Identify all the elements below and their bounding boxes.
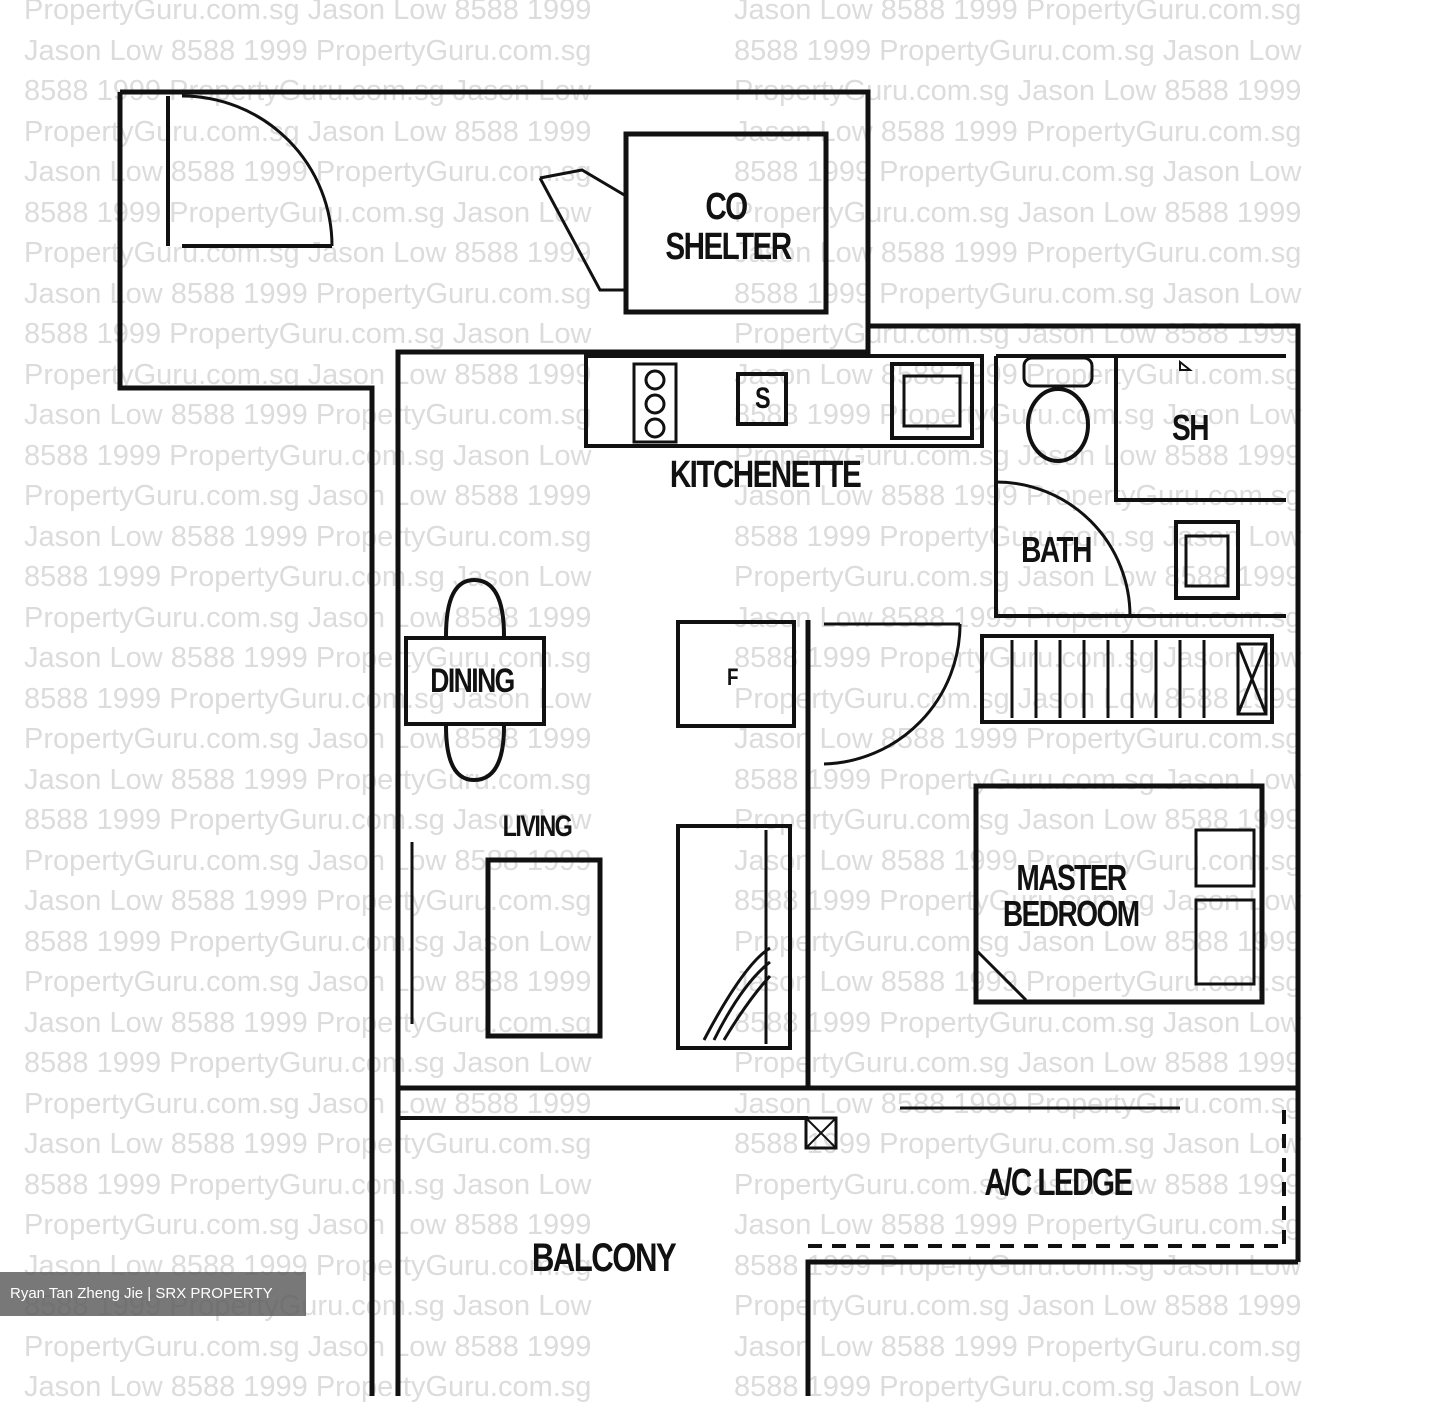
exterior-walls — [117, 89, 1301, 1396]
shower-partition — [1114, 356, 1286, 502]
corridor-outer-wall — [117, 92, 375, 1396]
master-bedroom-label-2: BEDROOM — [1002, 893, 1140, 934]
hob — [632, 362, 678, 444]
dining-set — [404, 577, 546, 783]
bath-label: BATH — [1021, 529, 1092, 570]
kitchenette-label: KITCHENETTE — [669, 454, 862, 496]
kitchenette-counter — [584, 354, 984, 448]
co-shelter-label-1: CO — [705, 186, 748, 228]
ac-ledge-label: A/C LEDGE — [984, 1162, 1133, 1204]
shower-label: SH — [1172, 407, 1209, 448]
shelter-door — [538, 168, 627, 292]
ledge-outer-wall — [805, 1259, 1298, 1396]
basin — [1174, 520, 1240, 600]
balcony-threshold — [398, 1085, 1298, 1150]
sink-label: S — [754, 382, 771, 415]
co-shelter-label-2: SHELTER — [665, 226, 792, 268]
toilet — [1026, 387, 1090, 463]
living-furniture — [410, 824, 792, 1050]
credit-badge: Ryan Tan Zheng Jie | SRX PROPERTY — [0, 1272, 306, 1316]
sink-box — [736, 372, 788, 426]
bedroom-door — [805, 620, 962, 1086]
ac-ledge-railing — [808, 1110, 1286, 1248]
living-label: LIVING — [502, 810, 573, 843]
balcony-label: BALCONY — [531, 1236, 677, 1280]
washer — [890, 362, 974, 440]
entrance-door — [166, 94, 334, 248]
dining-label: DINING — [430, 662, 515, 700]
co-shelter-room — [623, 131, 829, 315]
fridge-label: F — [727, 664, 738, 691]
bed — [973, 783, 1265, 1005]
master-bedroom-label-1: MASTER — [1016, 857, 1127, 898]
fridge-box — [676, 620, 796, 728]
shelter-right-wall — [865, 323, 1301, 1262]
bath-door-swing — [995, 480, 1132, 617]
entry-corridor-wall — [120, 89, 871, 1396]
bathroom — [994, 354, 1286, 618]
wardrobe — [980, 634, 1274, 724]
